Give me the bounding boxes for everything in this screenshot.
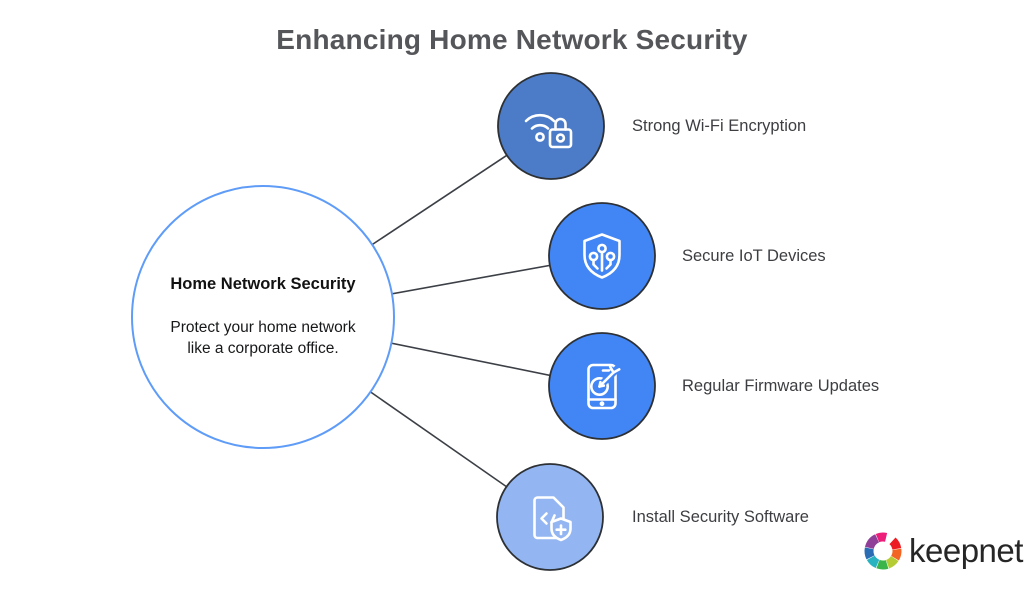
phone-target-icon: [548, 332, 656, 440]
wifi-lock-icon: [497, 72, 605, 180]
node-label-security-software: Install Security Software: [632, 508, 809, 526]
center-node: Home Network Security Protect your home …: [131, 185, 395, 449]
node-label-wifi-encryption: Strong Wi-Fi Encryption: [632, 117, 807, 135]
node-label-firmware-updates: Regular Firmware Updates: [682, 377, 880, 395]
node-security-software: [495, 462, 605, 577]
keepnet-logo: keepnet: [860, 528, 1023, 574]
keepnet-logo-icon: [864, 532, 902, 570]
page-title: Enhancing Home Network Security: [276, 24, 748, 55]
center-node-heading: Home Network Security: [170, 275, 356, 294]
shield-circuit-icon: [548, 202, 656, 310]
center-node-description: Protect your home network like a corpora…: [170, 319, 356, 357]
node-wifi-encryption: [496, 71, 606, 186]
node-label-secure-iot: Secure IoT Devices: [682, 247, 826, 265]
node-firmware-updates: [547, 331, 657, 446]
node-secure-iot: [547, 201, 657, 316]
document-shield-icon: [496, 463, 604, 571]
keepnet-logo-text: keepnet: [909, 532, 1023, 569]
